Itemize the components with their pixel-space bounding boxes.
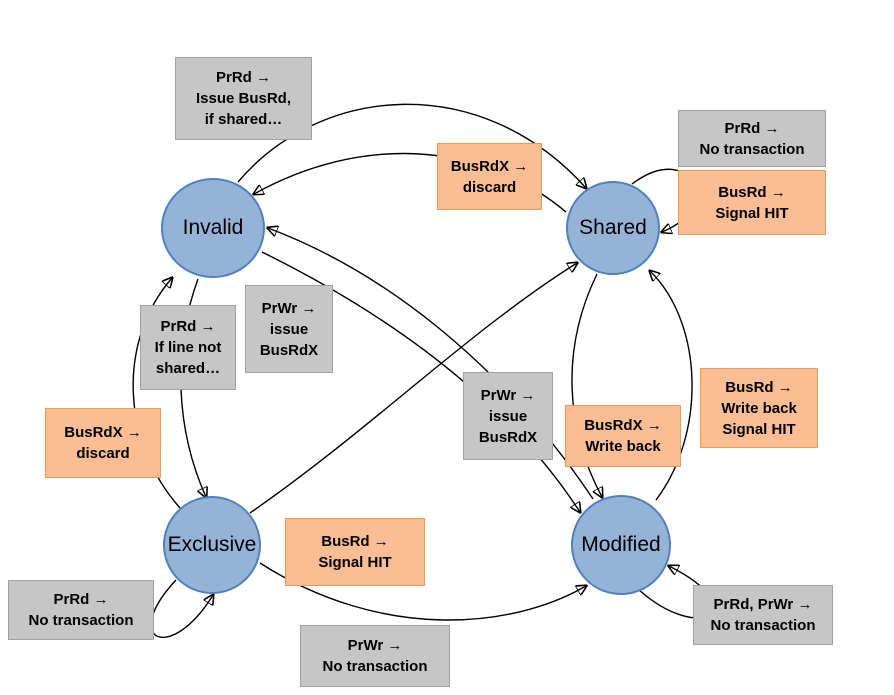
label-busrd-signal-hit-shared: BusRd → Signal HIT bbox=[678, 170, 826, 235]
label-busrdx-write-back: BusRdX → Write back bbox=[565, 405, 681, 467]
state-exclusive-label: Exclusive bbox=[167, 533, 257, 556]
label-text: BusRdX → discard bbox=[64, 424, 142, 462]
label-text: PrWr → issue BusRdX bbox=[259, 299, 319, 359]
state-invalid: Invalid bbox=[161, 178, 265, 278]
label-text: PrRd → If line not shared… bbox=[154, 318, 222, 377]
label-prwr-no-transaction: PrWr → No transaction bbox=[300, 625, 450, 687]
label-prrd-no-transaction-shared: PrRd → No transaction bbox=[678, 110, 826, 167]
state-modified-label: Modified bbox=[581, 533, 661, 556]
label-text: PrRd → No transaction bbox=[28, 591, 134, 629]
label-text: BusRdX → discard bbox=[450, 157, 529, 196]
label-text: PrWr → No transaction bbox=[322, 637, 428, 675]
label-prrd-prwr-no-transaction: PrRd, PrWr → No transaction bbox=[693, 585, 833, 645]
label-text: PrWr → issue BusRdX bbox=[478, 386, 538, 446]
label-prwr-issue-busrdx-invalid: PrWr → issue BusRdX bbox=[245, 285, 333, 373]
label-prrd-no-transaction-exclusive: PrRd → No transaction bbox=[8, 580, 154, 640]
label-busrdx-discard-left: BusRdX → discard bbox=[45, 408, 161, 478]
state-invalid-label: Invalid bbox=[182, 216, 244, 239]
arrow-modified-to-shared bbox=[650, 271, 693, 501]
label-text: BusRd → Signal HIT bbox=[715, 183, 789, 222]
label-text: BusRd → Write back Signal HIT bbox=[721, 378, 797, 438]
label-busrdx-discard-top: BusRdX → discard bbox=[437, 143, 542, 210]
arrow-exclusive-to-invalid bbox=[132, 278, 181, 509]
arrow-exclusive-to-modified bbox=[259, 562, 586, 621]
label-text: BusRdX → Write back bbox=[584, 417, 662, 455]
state-shared: Shared bbox=[566, 181, 660, 275]
state-modified: Modified bbox=[571, 495, 671, 595]
label-prrd-if-line-not-shared: PrRd → If line not shared… bbox=[140, 305, 236, 390]
arrow-exclusive-self-loop bbox=[150, 579, 213, 638]
label-busrd-write-back-signal-hit: BusRd → Write back Signal HIT bbox=[700, 368, 818, 448]
state-shared-label: Shared bbox=[579, 216, 647, 239]
label-text: PrRd → No transaction bbox=[699, 119, 805, 158]
label-text: PrRd → Issue BusRd, if shared… bbox=[195, 69, 292, 128]
arrow-exclusive-to-shared bbox=[249, 263, 577, 514]
state-exclusive: Exclusive bbox=[163, 496, 261, 594]
label-text: PrRd, PrWr → No transaction bbox=[710, 596, 816, 634]
arrow-shared-to-modified bbox=[571, 273, 602, 497]
label-prwr-issue-busrdx-shared: PrWr → issue BusRdX bbox=[463, 372, 553, 460]
arrow-modified-to-invalid bbox=[268, 228, 594, 500]
label-busrd-signal-hit-exclusive: BusRd → Signal HIT bbox=[285, 518, 425, 586]
label-text: BusRd → Signal HIT bbox=[318, 533, 392, 571]
arrow-invalid-to-modified bbox=[261, 251, 580, 512]
label-prrd-issue-busrd: PrRd → Issue BusRd, if shared… bbox=[175, 57, 312, 140]
